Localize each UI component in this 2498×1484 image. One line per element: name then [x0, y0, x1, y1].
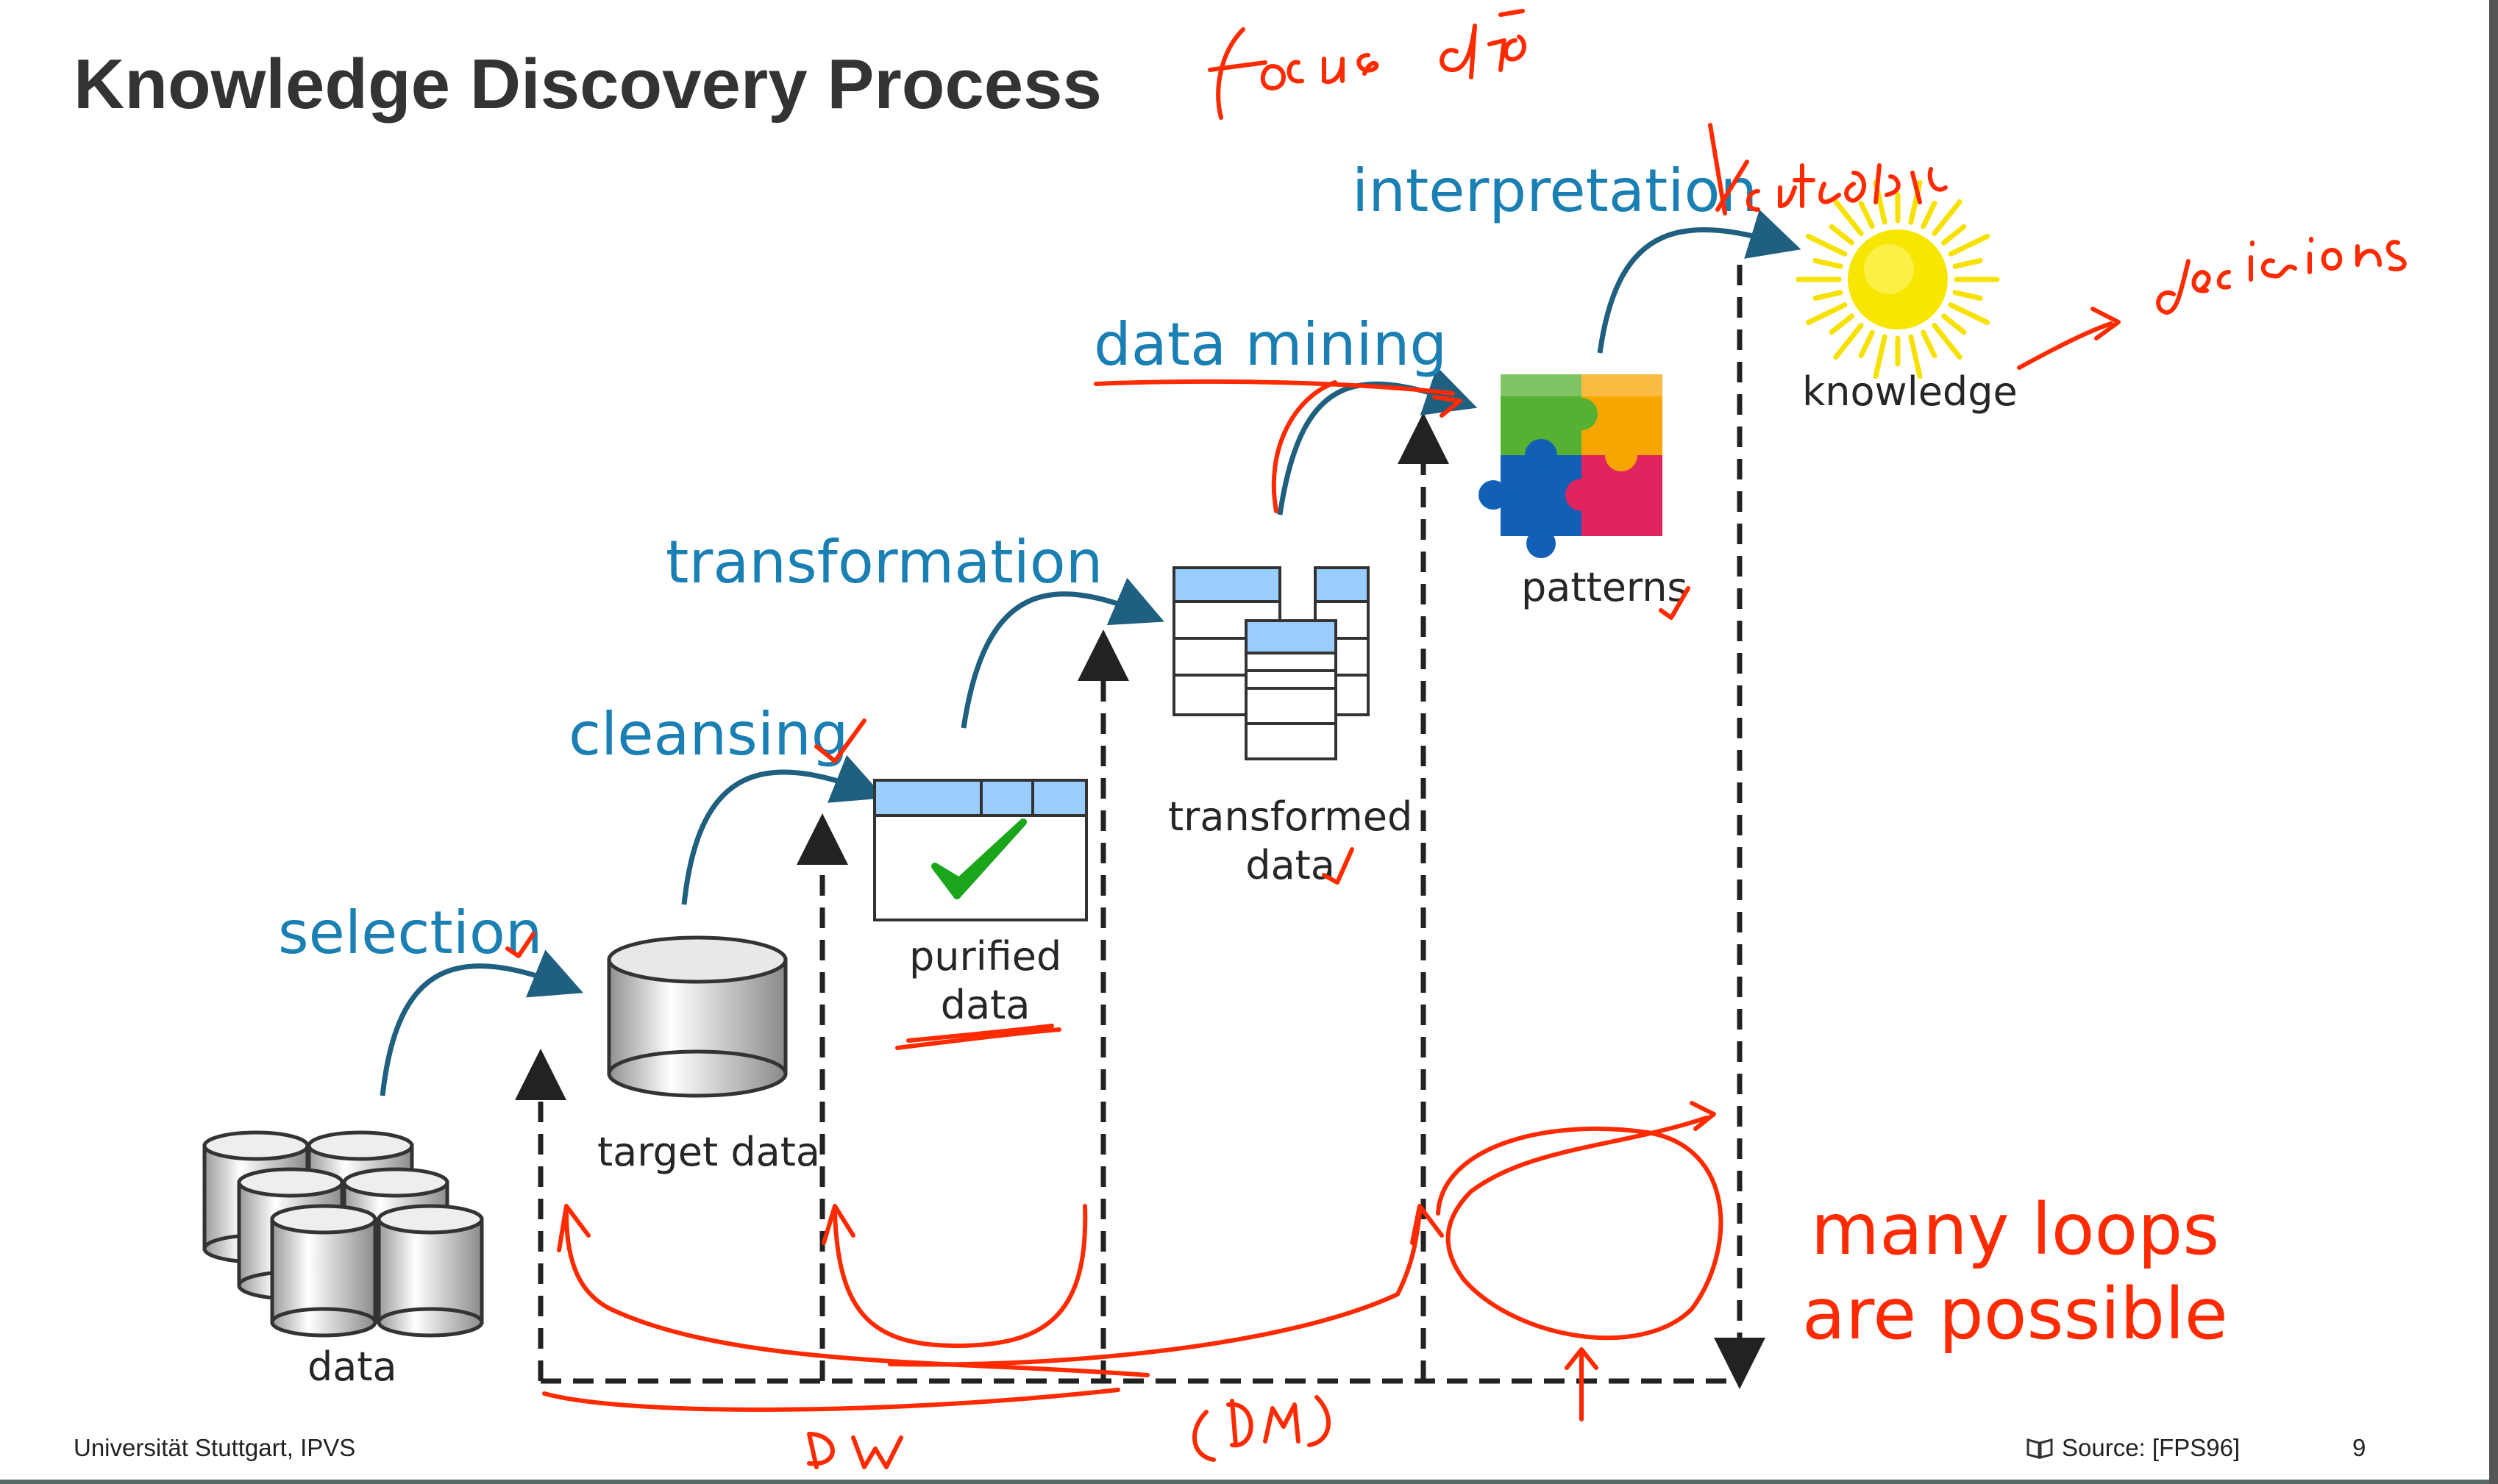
handwriting-dm [1192, 1395, 1331, 1462]
check-selection [505, 932, 535, 958]
sun-ray [1833, 323, 1864, 360]
bracket-dw [542, 1388, 1120, 1412]
handwriting-decisions [2156, 237, 2407, 315]
label-purified-data: purified data [909, 932, 1061, 1030]
sun-ray [1812, 290, 1843, 302]
footer-institution: Universität Stuttgart, IPVS [74, 1434, 356, 1461]
label-patterns: patterns [1521, 564, 1688, 610]
sun-ray [1805, 302, 1848, 326]
check-patterns [1659, 586, 1690, 620]
sun-ray [1908, 334, 1923, 379]
handwriting-focus-data [1208, 9, 1526, 120]
loop-to-transformed [888, 1204, 1444, 1367]
handwriting-decisions-arrow [2017, 307, 2121, 370]
handwriting-dw [807, 1432, 903, 1469]
loop-up-arrow [1565, 1347, 1598, 1421]
label-purified-line1: purified [909, 933, 1062, 980]
arrow-interpretation [1597, 209, 1801, 354]
sun-ray [1873, 334, 1887, 379]
sun-ray [1858, 329, 1875, 359]
sun-ray [1941, 313, 1967, 335]
label-purified-line2: data [940, 981, 1031, 1028]
footer-source: Source: [FPS96] [2026, 1434, 2240, 1462]
label-data: data [307, 1344, 397, 1390]
label-knowledge: knowledge [1802, 368, 2018, 415]
loop-to-purified-data [822, 1204, 1088, 1348]
check-cleansing [814, 718, 867, 763]
footer-source-text: Source: [FPS96] [2062, 1434, 2241, 1461]
label-transformed-line2: data [1245, 841, 1335, 888]
step-cleansing: cleansing [569, 700, 849, 768]
page-number: 9 [2352, 1434, 2366, 1461]
page-title: Knowledge Discovery Process [74, 45, 1102, 124]
sun-ray [1812, 257, 1843, 269]
puzzle-icon [1478, 374, 1662, 558]
step-selection: selection [278, 899, 543, 967]
sun-ray [1829, 313, 1854, 335]
label-transformed-data: transformed data [1168, 793, 1412, 890]
sun-ray [1805, 233, 1848, 257]
right-edge-strip [2489, 0, 2498, 1484]
loop-circle [1436, 1101, 1723, 1341]
sun-ray [1921, 329, 1937, 359]
many-loops-note: many loops are possible [1802, 1188, 2228, 1357]
arrow-transformation [961, 577, 1164, 729]
tables-icon [1173, 566, 1370, 760]
sun-ray [1829, 224, 1854, 246]
sun-ray [1932, 323, 1963, 360]
feedback-loops [515, 265, 1765, 1389]
table-check-icon [873, 779, 1088, 921]
step-data-mining: data mining [1094, 310, 1448, 379]
sun-ray [1941, 224, 1967, 246]
sun-ray [1858, 200, 1875, 229]
label-target-data: target data [597, 1129, 820, 1175]
step-interpretation: interpretation [1352, 157, 1758, 225]
check-transformed [1322, 847, 1354, 885]
sun-icon [1796, 179, 2000, 379]
bottom-bar [0, 1480, 2498, 1484]
sun-ray [1932, 199, 1963, 236]
arrow-cleansing [681, 755, 886, 905]
sun-ray [1833, 199, 1864, 236]
step-transformation: transformation [666, 528, 1103, 596]
book-icon [2026, 1438, 2053, 1459]
sun-ray [1952, 290, 1983, 302]
arrow-selection [380, 949, 583, 1096]
sun-ray [1948, 302, 1990, 326]
sun-ray [1952, 257, 1983, 269]
loop-to-target-data [557, 1204, 1150, 1377]
underline-data-mining [1094, 379, 1455, 396]
handwriting-entscheidung [1708, 123, 1948, 215]
sun-ray [1921, 200, 1937, 229]
many-loops-line2: are possible [1802, 1273, 2228, 1356]
many-loops-line1: many loops [1810, 1188, 2220, 1271]
sun-ray [1948, 233, 1990, 257]
underline-purified-data [895, 1024, 1061, 1050]
label-transformed-line1: transformed [1168, 793, 1413, 840]
sun-rays [1796, 179, 2000, 379]
database-cylinder-icon [607, 935, 788, 1098]
data-mining-red-arrow [1271, 380, 1462, 513]
database-cluster-icon [202, 1130, 484, 1338]
